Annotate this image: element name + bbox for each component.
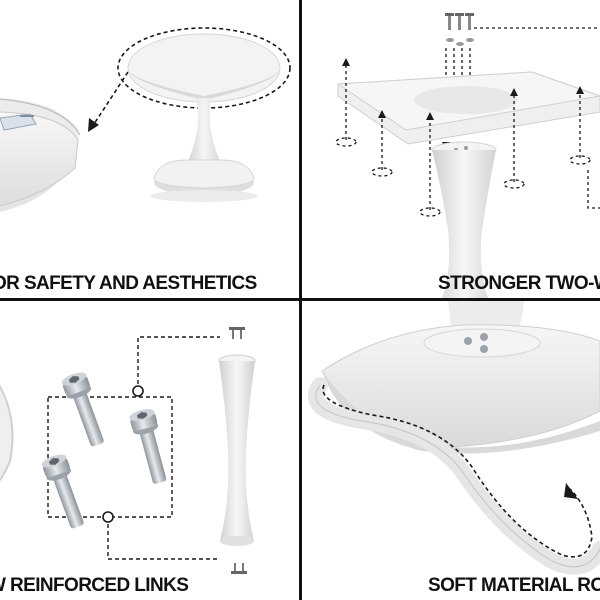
edge-safety-illustration — [0, 27, 291, 212]
exploded-assembly-illustration — [335, 13, 600, 298]
divider-horizontal — [0, 298, 600, 301]
reinforced-links-illustration — [0, 327, 256, 574]
arrow-icon — [93, 71, 129, 125]
caption-two-way-connection: STRONGER TWO-WA — [438, 273, 600, 294]
arrow-icon — [88, 118, 99, 132]
panel-soft-material: SOFT MATERIAL ROU — [302, 301, 600, 600]
panel-two-way-connection: STRONGER TWO-WA — [302, 0, 600, 298]
caption-soft-material: SOFT MATERIAL ROU — [428, 575, 600, 596]
screw-icon — [445, 13, 474, 30]
caption-edge-safety: OR SAFETY AND AESTHETICS — [0, 273, 257, 294]
screw-icon — [229, 327, 247, 574]
soft-material-illustration — [307, 301, 600, 575]
caption-reinforced-links: W REINFORCED LINKS — [0, 575, 189, 596]
panel-reinforced-links: W REINFORCED LINKS — [0, 301, 299, 600]
bolt-icon — [41, 372, 167, 529]
arrow-icon — [564, 483, 578, 499]
panel-edge-safety: OR SAFETY AND AESTHETICS — [0, 0, 299, 298]
